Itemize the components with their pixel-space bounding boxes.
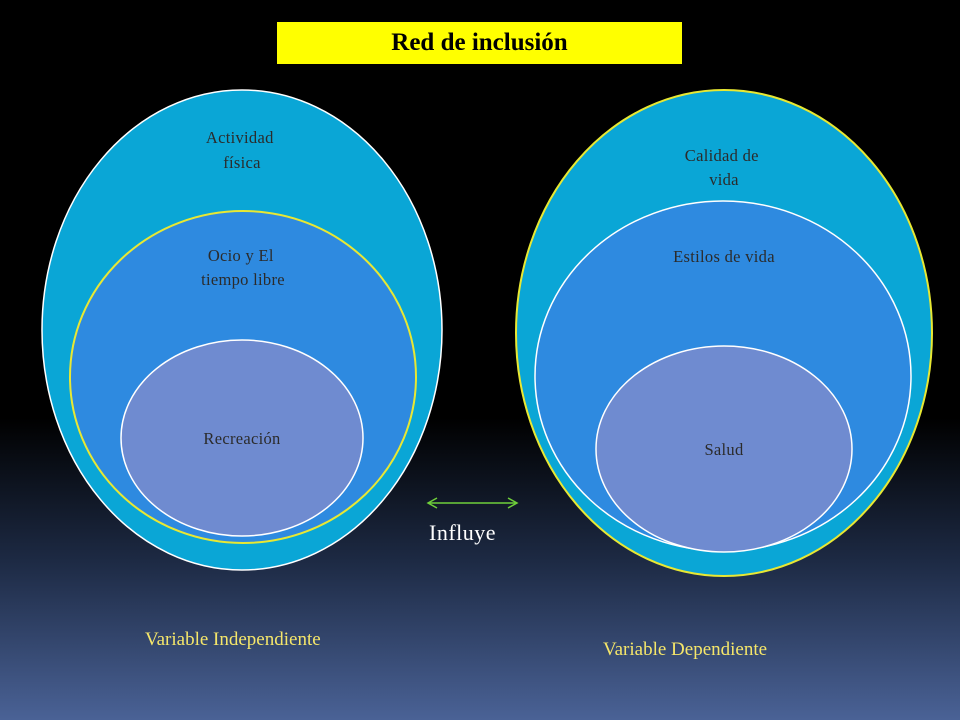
relation-label: Influye	[429, 520, 497, 545]
left-ellipse-group: Actividad física Ocio y El tiempo libre …	[41, 89, 443, 571]
right-inner-label: Salud	[704, 440, 744, 459]
right-middle-label: Estilos de vida	[673, 247, 775, 266]
right-outer-label: Calidad de vida	[685, 146, 763, 189]
right-inner-ellipse	[595, 345, 853, 553]
title-banner: Red de inclusión	[277, 22, 682, 64]
right-caption: Variable Dependiente	[603, 639, 768, 660]
right-ellipse-group: Calidad de vida Estilos de vida Salud	[515, 89, 933, 577]
left-caption: Variable Independiente	[145, 629, 321, 650]
left-middle-label: Ocio y El tiempo libre	[201, 246, 285, 289]
left-inner-ellipse	[120, 339, 364, 537]
double-arrow-icon	[426, 497, 519, 509]
diagram-title: Red de inclusión	[391, 29, 568, 56]
left-outer-label: Actividad física	[206, 128, 278, 172]
left-inner-label: Recreación	[203, 429, 280, 448]
